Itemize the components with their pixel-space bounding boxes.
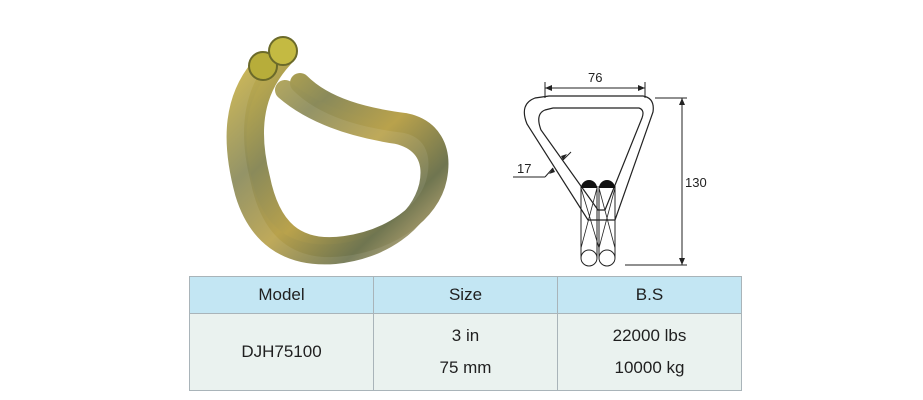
- bs-metric: 10000 kg: [614, 358, 685, 377]
- spec-table: Model Size B.S DJH75100 3 in 75 mm 22000…: [189, 276, 742, 391]
- product-photo-double-j-hook: [226, 36, 449, 265]
- wire-diameter-label: 17: [517, 161, 531, 176]
- technical-drawing: 76 130 17: [513, 70, 707, 267]
- cell-model: DJH75100: [189, 313, 374, 391]
- bs-imperial: 22000 lbs: [612, 326, 687, 345]
- header-model: Model: [189, 276, 374, 314]
- cell-bs: 22000 lbs 10000 kg: [557, 313, 742, 391]
- height-label: 130: [685, 175, 707, 190]
- table-row: DJH75100 3 in 75 mm 22000 lbs 10000 kg: [189, 313, 742, 391]
- header-bs: B.S: [557, 276, 742, 314]
- width-label: 76: [588, 70, 602, 85]
- size-imperial: 3 in: [451, 326, 480, 345]
- header-size: Size: [373, 276, 558, 314]
- cell-size: 3 in 75 mm: [373, 313, 558, 391]
- size-metric: 75 mm: [439, 358, 492, 377]
- table-header-row: Model Size B.S: [189, 276, 742, 314]
